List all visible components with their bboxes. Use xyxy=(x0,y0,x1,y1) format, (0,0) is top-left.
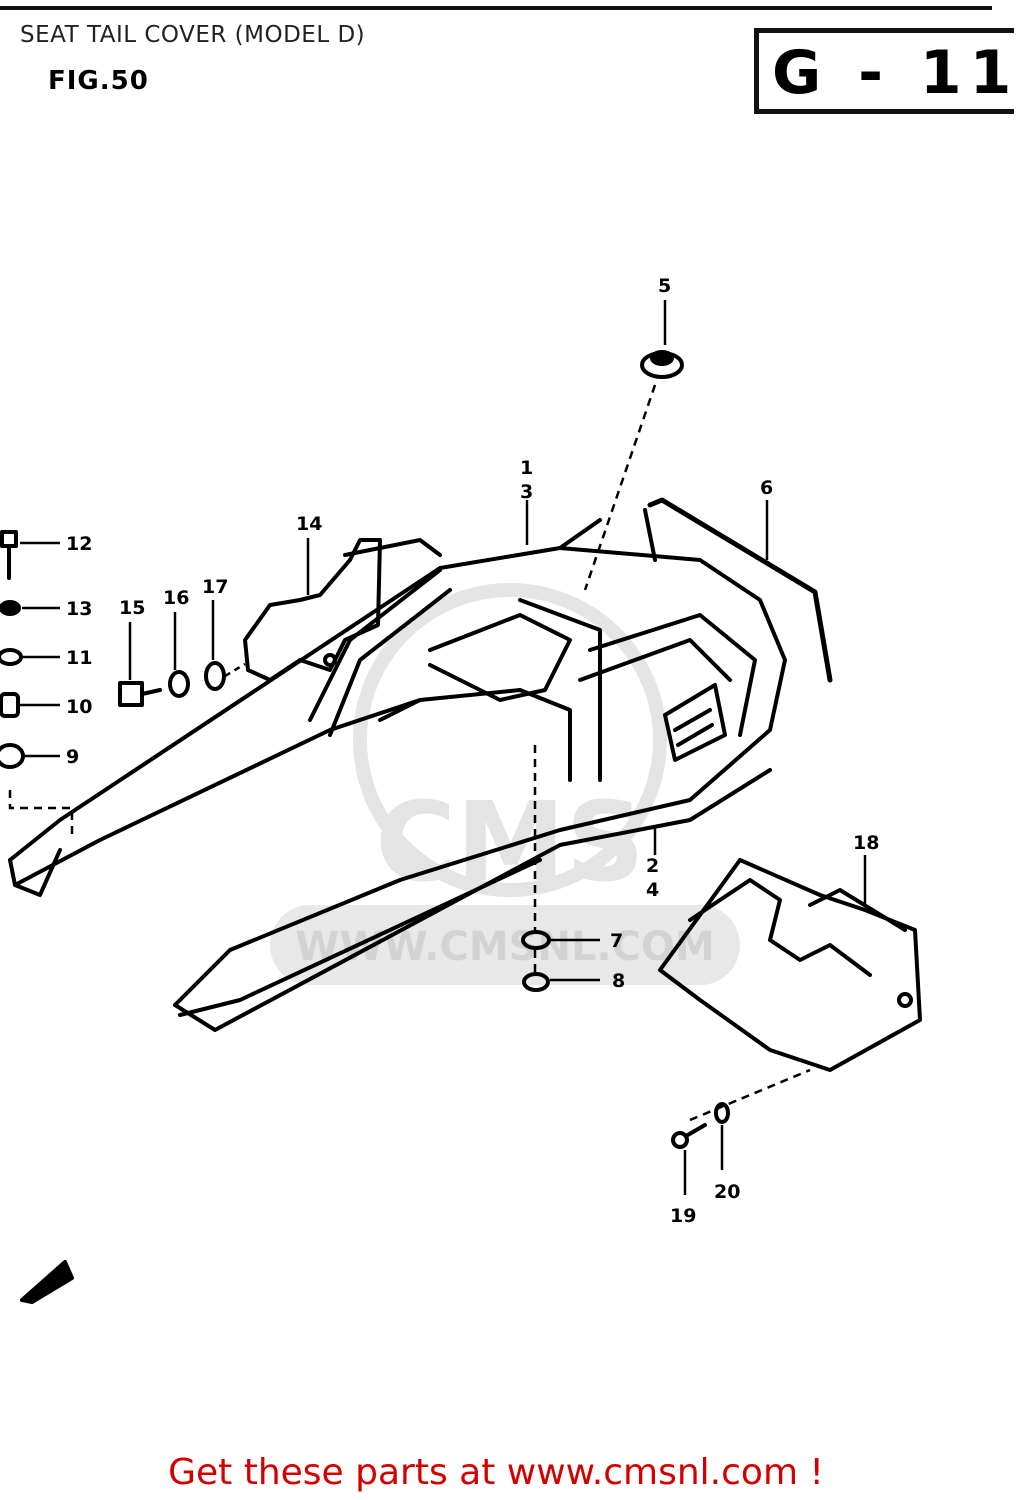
part-7-washer xyxy=(521,930,551,950)
part-8-nut xyxy=(522,972,550,992)
callout-11: 11 xyxy=(66,647,92,669)
part-6-trim-bend xyxy=(643,508,657,562)
callout-12: 12 xyxy=(66,533,92,555)
part-6-trim xyxy=(647,497,833,683)
callout-15: 15 xyxy=(119,597,145,619)
part-10-collar xyxy=(0,692,20,718)
part-18-rear-cover xyxy=(658,858,922,1072)
watermark: CMS WWW.CMSNL.COM xyxy=(270,583,740,985)
callout-10: 10 xyxy=(66,696,92,718)
callout-8: 8 xyxy=(612,970,625,992)
tail-light-cutout xyxy=(663,683,727,762)
part-15-bolt xyxy=(118,681,162,707)
callout-3: 3 xyxy=(520,481,533,503)
watermark-logo-circle xyxy=(353,583,667,897)
part-17-washer xyxy=(204,661,226,691)
part-16-washer xyxy=(168,670,190,698)
watermark-url: WWW.CMSNL.COM xyxy=(295,924,715,970)
part-11-washer xyxy=(0,648,23,666)
part-12-bolt xyxy=(0,530,18,580)
top-rule xyxy=(0,6,992,10)
part-13-nut xyxy=(0,600,21,616)
group-code: G - 11 xyxy=(772,38,1019,108)
callout-19: 19 xyxy=(670,1205,696,1227)
callout-4: 4 xyxy=(646,879,659,901)
callout-7: 7 xyxy=(610,930,623,952)
watermark-banner xyxy=(270,905,740,985)
part-14-lock xyxy=(243,538,442,682)
callout-labels: 1 3 5 6 2 4 7 8 18 19 20 12 13 11 10 9 1… xyxy=(66,275,879,1227)
page-title: SEAT TAIL COVER (MODEL D) xyxy=(20,22,366,48)
callout-16: 16 xyxy=(163,587,189,609)
front-arrow-icon xyxy=(20,1260,74,1304)
footer-link[interactable]: Get these parts at www.cmsnl.com ! xyxy=(168,1452,824,1493)
callout-17: 17 xyxy=(202,576,228,598)
part-9-cushion xyxy=(0,743,25,769)
leader-lines xyxy=(8,300,867,1195)
exploded-parts-diagram: CMS WWW.CMSNL.COM xyxy=(0,275,922,1304)
watermark-logo: CMS xyxy=(375,778,644,906)
callout-20: 20 xyxy=(714,1181,740,1203)
seat-tail-cover xyxy=(8,518,787,1032)
callout-9: 9 xyxy=(66,746,79,768)
callout-6: 6 xyxy=(760,477,773,499)
figure-label: FIG.50 xyxy=(48,66,149,96)
part-20-washer xyxy=(714,1102,730,1124)
callout-1: 1 xyxy=(520,457,533,479)
callout-13: 13 xyxy=(66,598,92,620)
callout-5: 5 xyxy=(658,275,671,297)
callout-14: 14 xyxy=(296,513,322,535)
part-5-cushion xyxy=(640,350,684,379)
callout-2: 2 xyxy=(646,855,659,877)
callout-18: 18 xyxy=(853,832,879,854)
part-19-screw xyxy=(671,1123,707,1149)
group-code-box xyxy=(754,28,1014,114)
